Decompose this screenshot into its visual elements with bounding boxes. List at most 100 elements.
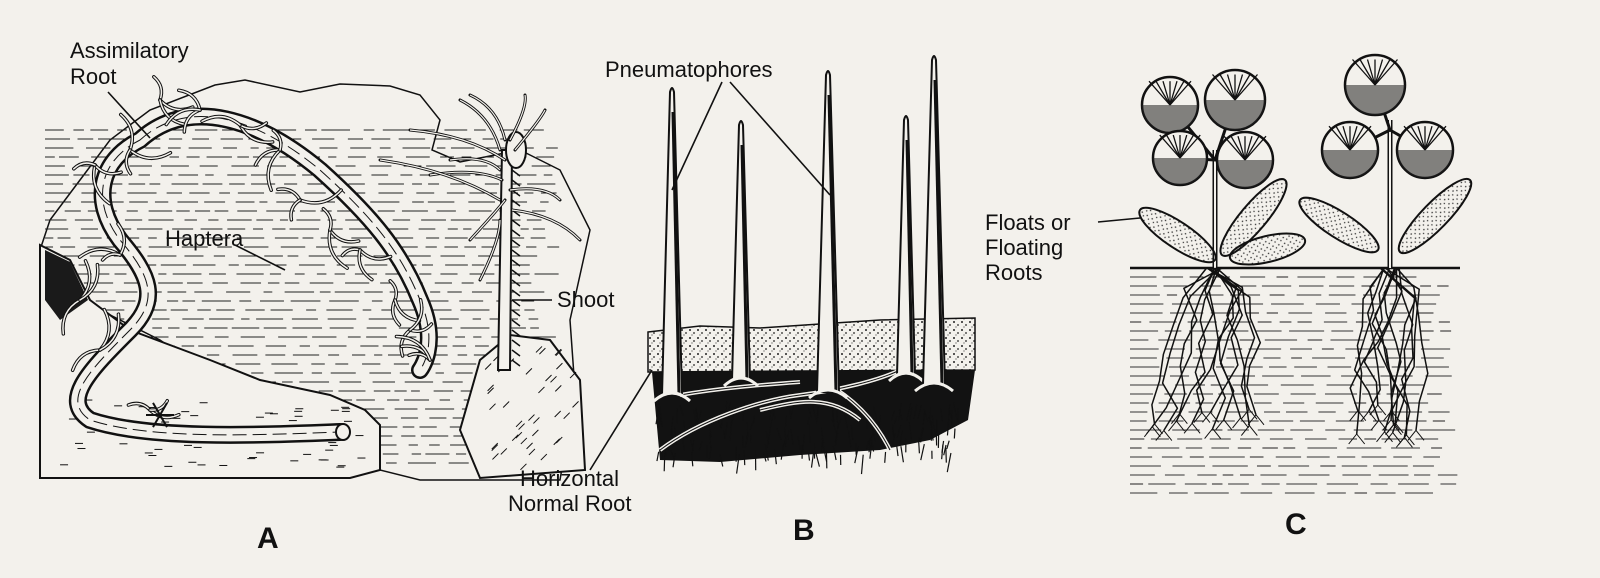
fibrous-root xyxy=(820,427,825,444)
shoot-branch-fill xyxy=(509,188,561,201)
label-assimilatory-line1: Assimilatory xyxy=(70,38,189,63)
fibrous-root xyxy=(940,407,943,422)
submerged-root xyxy=(1206,267,1262,416)
leaf-vein xyxy=(1179,134,1195,159)
shoot-branch-fill xyxy=(449,158,501,171)
pneumatophore-base xyxy=(808,388,848,400)
haptera-fill xyxy=(277,188,301,201)
fibrous-root xyxy=(900,446,905,463)
haptera-fill xyxy=(358,249,373,281)
shoot-branch-fill xyxy=(459,99,501,151)
fibrous-root xyxy=(790,429,794,446)
haptera-fill xyxy=(165,108,201,126)
rock-hatch xyxy=(502,401,510,408)
haptera-fill xyxy=(409,299,423,331)
haptera-fill xyxy=(178,89,201,111)
shoot-spine xyxy=(511,269,521,277)
root-branchlet xyxy=(1382,419,1392,431)
fibrous-root xyxy=(762,452,767,462)
label-assimilatory-root: Assimilatory Root xyxy=(70,38,189,90)
fibrous-root xyxy=(891,433,896,448)
fibrous-root xyxy=(898,430,904,446)
leaf-shade xyxy=(1153,158,1207,185)
rock-hatch xyxy=(550,375,557,383)
root-branchlet xyxy=(1360,411,1370,422)
fibrous-root xyxy=(672,452,676,468)
leaf-shade xyxy=(1142,105,1198,133)
leaf-vein xyxy=(1349,126,1358,151)
fibrous-root xyxy=(744,432,750,449)
fibrous-root xyxy=(807,451,811,461)
panel-letter-c: C xyxy=(1285,508,1307,541)
leaf-vein xyxy=(1234,74,1251,101)
rock-hatch xyxy=(539,347,546,355)
fibrous-root xyxy=(776,427,782,441)
fibrous-root xyxy=(731,414,735,425)
haptera-fill xyxy=(79,263,99,301)
fibrous-root xyxy=(908,422,913,440)
root-branchlet xyxy=(1143,426,1153,438)
small-plant xyxy=(159,402,168,416)
shoot-spine xyxy=(511,179,521,187)
root-branchlet xyxy=(1204,428,1214,439)
root-branchlet xyxy=(1404,436,1413,448)
fibrous-root xyxy=(946,452,952,473)
rock-hatch xyxy=(520,437,528,445)
label-pneumatophores: Pneumatophores xyxy=(605,57,773,82)
root-branchlet xyxy=(1240,408,1250,420)
fibrous-root xyxy=(742,400,746,421)
rock-hatch xyxy=(511,434,519,442)
shoot-spine xyxy=(511,279,521,287)
haptera-fill xyxy=(99,313,120,351)
haptera-fill xyxy=(153,76,163,101)
rock-hatch xyxy=(489,403,496,411)
haptera-fill xyxy=(159,99,186,126)
fibrous-root xyxy=(946,440,950,449)
shoot-spine xyxy=(511,359,521,367)
leaf-vein xyxy=(1162,81,1171,106)
shoot-branch-fill xyxy=(469,94,506,141)
panel-letter-a: A xyxy=(257,522,279,555)
fibrous-root xyxy=(766,428,772,449)
shoot-spine xyxy=(511,349,521,357)
fibrous-root xyxy=(834,432,839,446)
leaf-vein xyxy=(1223,135,1246,161)
fibrous-root xyxy=(831,406,835,421)
leaf-vein xyxy=(1219,74,1236,101)
leaf-shade xyxy=(1397,150,1453,178)
root-branchlet xyxy=(1193,412,1203,423)
fibrous-root xyxy=(707,421,712,438)
root-branchlet xyxy=(1151,426,1161,438)
fibrous-root xyxy=(871,440,875,452)
fibrous-root xyxy=(790,404,795,416)
root-branchlet xyxy=(1248,408,1258,420)
rock-hatch xyxy=(554,385,562,392)
root-branchlet xyxy=(1168,420,1177,432)
shoot-branch xyxy=(468,93,507,142)
shoot-spine xyxy=(511,319,521,327)
haptera-fill xyxy=(389,280,398,301)
haptera-fill xyxy=(201,115,241,126)
fibrous-root xyxy=(866,440,870,450)
shoot-branch-fill xyxy=(409,129,506,161)
haptera-fill xyxy=(395,335,431,361)
fibrous-root xyxy=(869,442,873,459)
fibrous-root xyxy=(679,404,684,417)
pneumatophore-shade xyxy=(933,79,944,386)
rock-hatch xyxy=(500,448,508,455)
haptera-fill xyxy=(400,329,411,357)
haptera-fill xyxy=(127,402,151,411)
submerged-root xyxy=(1383,267,1402,425)
leaf-vein xyxy=(1159,134,1181,159)
fibrous-root xyxy=(832,446,837,461)
leaf-vein xyxy=(1226,74,1236,101)
haptera-fill xyxy=(125,149,132,175)
fibrous-root xyxy=(822,442,828,462)
shoot-spine xyxy=(511,289,521,297)
fibrous-root xyxy=(820,438,824,453)
fibrous-root xyxy=(953,428,956,439)
label-assimilatory-line2: Root xyxy=(70,64,117,89)
rock-hatch xyxy=(487,384,494,392)
leaf-vein xyxy=(1212,74,1236,101)
label-horizontal-normal-root: Horizontal Normal Root xyxy=(508,466,631,516)
